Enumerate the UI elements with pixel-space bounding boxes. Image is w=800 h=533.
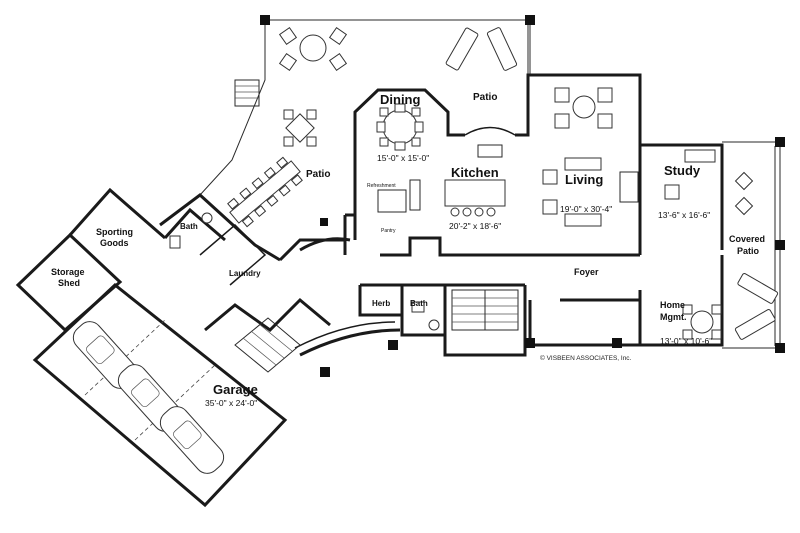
patio-round-table: [278, 26, 348, 72]
study-label: Study: [664, 163, 701, 178]
kitchen-island: [377, 179, 506, 217]
home-mgmt-label-1: Home: [660, 300, 685, 310]
patio-square-table: [283, 109, 317, 147]
room-labels: Dining 15'-0" x 15'-0" Kitchen 20'-2" x …: [51, 92, 765, 408]
garage-car-3: [159, 406, 225, 474]
patio-left-label: Patio: [306, 169, 330, 180]
kitchen-dim: 20'-2" x 18'-6": [449, 221, 501, 231]
patio-steps: [234, 79, 260, 107]
kitchen-label: Kitchen: [451, 165, 499, 180]
garage-dim: 35'-0" x 24'-0": [205, 398, 257, 408]
bath-fixtures: [169, 212, 440, 331]
bath-center-label: Bath: [410, 299, 428, 308]
living-furniture: [542, 87, 639, 227]
patio-top-label: Patio: [473, 92, 497, 103]
home-mgmt-dim: 13'-0" x 10'-6": [660, 336, 712, 346]
covered-patio-label-1: Covered: [729, 234, 765, 244]
dining-label: Dining: [380, 92, 420, 107]
covered-patio-outline: [722, 141, 781, 350]
covered-patio-furniture: [734, 171, 779, 340]
patio-outline: [199, 19, 531, 196]
pantry-label: Pantry: [381, 228, 396, 234]
home-mgmt-label-2: Mgmt.: [660, 312, 687, 322]
bath-left-label: Bath: [180, 222, 198, 231]
covered-patio-label-2: Patio: [737, 246, 760, 256]
copyright-credit: © VISBEEN ASSOCIATES, Inc.: [540, 354, 632, 362]
study-desk: [664, 149, 716, 200]
garage-label: Garage: [213, 382, 258, 397]
living-dim: 19'-0" x 30'-4": [560, 204, 612, 214]
home-mgmt-table: [682, 304, 722, 340]
structural-posts: [260, 15, 785, 377]
laundry-label: Laundry: [229, 269, 261, 278]
west-wing-walls: [15, 187, 401, 508]
living-label: Living: [565, 172, 603, 187]
herb-label: Herb: [372, 299, 390, 308]
garage-stair: [234, 317, 301, 373]
patio-lounge-chairs: [445, 27, 518, 71]
foyer-label: Foyer: [574, 267, 599, 277]
main-walls: [343, 73, 724, 357]
sporting-goods-label-2: Goods: [100, 238, 129, 248]
main-stair: [451, 289, 519, 331]
patio-long-table: [227, 156, 303, 228]
dining-table: [376, 103, 424, 151]
sporting-goods-label-1: Sporting: [96, 227, 133, 237]
study-dim: 13'-6" x 16'-6": [658, 210, 710, 220]
storage-shed-label-1: Storage: [51, 267, 85, 277]
dining-dim: 15'-0" x 15'-0": [377, 153, 429, 163]
refreshment-label: Refreshment: [367, 183, 396, 189]
storage-shed-label-2: Shed: [58, 278, 80, 288]
